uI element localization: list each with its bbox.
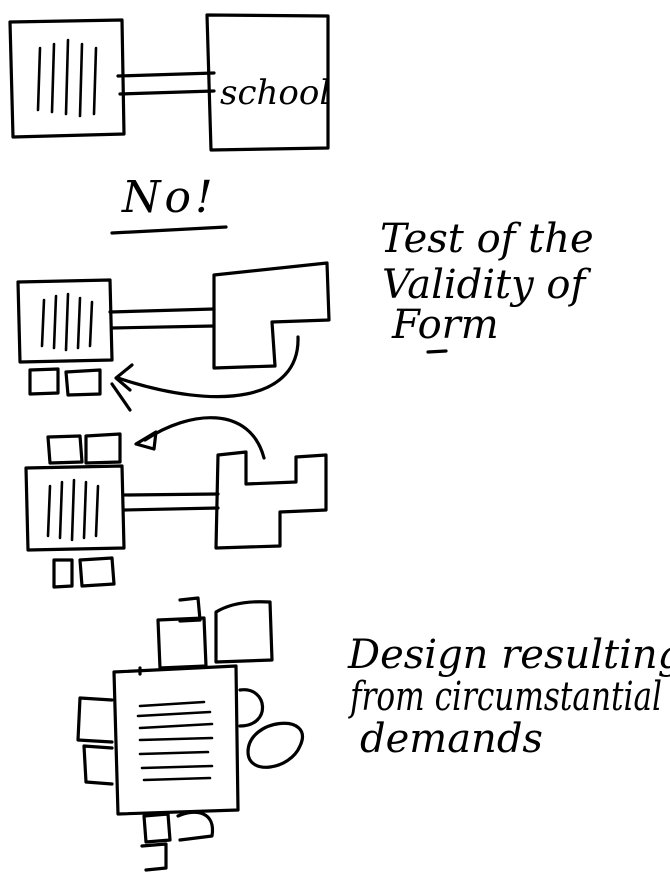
sketch-final-design <box>76 596 304 872</box>
building-hatch <box>36 38 98 118</box>
annex-bottom-right <box>78 556 116 588</box>
caption-validity: Test of the Validity of Form <box>380 216 594 354</box>
left-wing-lower <box>82 744 114 786</box>
sketch-building-to-school: school <box>8 13 330 152</box>
caption-design-line3: demands <box>360 716 543 762</box>
top-block-right <box>214 600 274 664</box>
relocation-arrow <box>116 335 300 399</box>
caption-validity-line1: Test of the <box>380 216 594 262</box>
no-underline <box>110 225 228 235</box>
annex-top-left <box>46 434 84 465</box>
top-block-left <box>156 616 208 670</box>
small-annex-right <box>64 368 102 397</box>
building-box <box>16 278 114 364</box>
caption-design: Design resulting from circumstantial dem… <box>347 632 670 762</box>
top-block-small <box>178 596 202 623</box>
main-building <box>112 664 240 816</box>
swing-arrow <box>143 416 266 460</box>
caption-design-line2: from circumstantial <box>348 674 662 720</box>
building-box <box>24 464 126 552</box>
no-label: No! <box>121 172 217 223</box>
school-box <box>205 13 330 152</box>
caption-validity-line3: Form <box>391 302 499 348</box>
bottom-block-right <box>176 810 215 842</box>
small-annex-left <box>28 367 60 396</box>
left-wing-upper <box>76 696 114 744</box>
right-circle <box>246 721 304 769</box>
building-hatch <box>40 292 94 352</box>
connector-top <box>116 71 216 78</box>
bottom-block-tail <box>140 842 168 872</box>
building-box <box>8 18 126 139</box>
bottom-block-left <box>142 812 172 844</box>
arrow-tail <box>110 382 132 412</box>
building-hatch <box>46 478 100 542</box>
form-underline <box>426 349 448 354</box>
caption-validity-line2: Validity of <box>382 262 592 308</box>
connector-top <box>108 307 216 314</box>
connector-top <box>122 492 220 497</box>
right-half-circle <box>238 688 265 728</box>
school-label: school <box>220 73 330 113</box>
arrow-head <box>134 430 158 451</box>
caption-design-line1: Design resulting <box>347 632 670 678</box>
connector-bottom <box>118 89 216 96</box>
stepped-form <box>214 450 328 550</box>
arrow-head <box>114 363 134 392</box>
l-shaped-form <box>212 261 331 370</box>
annex-top-right <box>84 432 122 465</box>
sketch-rearranged <box>24 416 328 589</box>
connector-bottom <box>122 506 220 512</box>
annex-bottom-left <box>52 558 74 589</box>
sketch-validity-test <box>16 261 331 412</box>
main-building-hatch <box>136 700 214 782</box>
connector-bottom <box>110 324 216 330</box>
